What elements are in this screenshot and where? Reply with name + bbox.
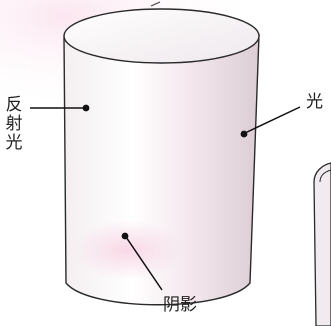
label-reflected-light-char: 反 xyxy=(5,95,23,115)
cylinder-top xyxy=(63,8,260,64)
label-shadow: 阴影 xyxy=(163,295,197,315)
label-reflected-light-char: 光 xyxy=(5,133,23,153)
label-reflected-light: 反 射 光 xyxy=(5,96,23,153)
main-cylinder xyxy=(63,8,260,306)
label-reflected-light-char: 射 xyxy=(5,114,23,134)
label-light: 光 xyxy=(306,92,323,112)
leader-dot-reflected-light xyxy=(82,104,90,112)
leader-line-light xyxy=(244,106,301,134)
corner-mark xyxy=(150,1,161,7)
partial-cylinder xyxy=(313,162,331,326)
leader-dot-shadow xyxy=(121,232,129,240)
leader-line-shadow xyxy=(125,236,163,291)
partial-cylinder-rim xyxy=(319,169,331,183)
shadow-glow xyxy=(73,220,183,280)
leader-dot-light xyxy=(240,130,248,138)
